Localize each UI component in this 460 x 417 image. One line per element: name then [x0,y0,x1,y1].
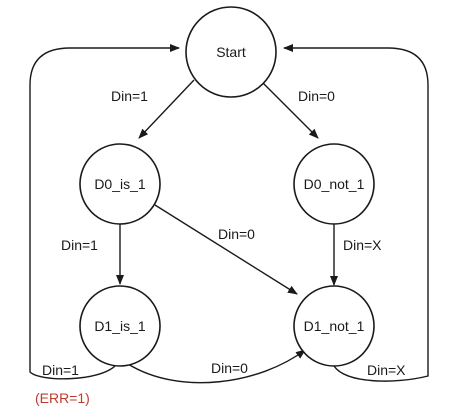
edge-d1-is-1-to-start [29,44,180,380]
edge-label-d0-is-1-to-d1-not-1: Din=0 [218,226,255,242]
edge-label-d1-is-1-to-start: Din=1 [42,362,79,378]
edge-start-to-d0-is-1 [138,79,195,139]
state-d0-not-1-label: D0_not_1 [304,176,365,192]
edge-label-d1-is-1-to-d1-not-1: Din=0 [211,360,248,376]
state-d0-is-1-label: D0_is_1 [94,176,146,192]
state-d1-not-1-label: D1_not_1 [304,318,365,334]
state-d0-not-1: D0_not_1 [293,143,375,225]
state-d0-is-1: D0_is_1 [79,143,161,225]
state-start-label: Start [216,44,246,60]
edge-label-d0-is-1-to-d1-is-1: Din=1 [61,237,98,253]
edge-d0-is-1-to-d1-not-1 [154,204,298,295]
state-d1-is-1: D1_is_1 [79,285,161,367]
state-d1-is-1-label: D1_is_1 [94,318,146,334]
state-d1-not-1: D1_not_1 [293,285,375,367]
output-label-err: (ERR=1) [35,390,90,406]
edge-d1-is-1-to-d1-not-1 [127,349,306,384]
edge-d1-not-1-to-start [283,44,429,382]
edge-label-start-to-d0-not-1: Din=0 [298,88,335,104]
edge-label-d0-not-1-to-d1-not-1: Din=X [343,237,382,253]
edge-start-to-d0-not-1 [259,79,319,139]
edge-label-start-to-d0-is-1: Din=1 [111,88,148,104]
state-start: Start [185,6,277,98]
edge-label-d1-not-1-to-start: Din=X [367,362,406,378]
